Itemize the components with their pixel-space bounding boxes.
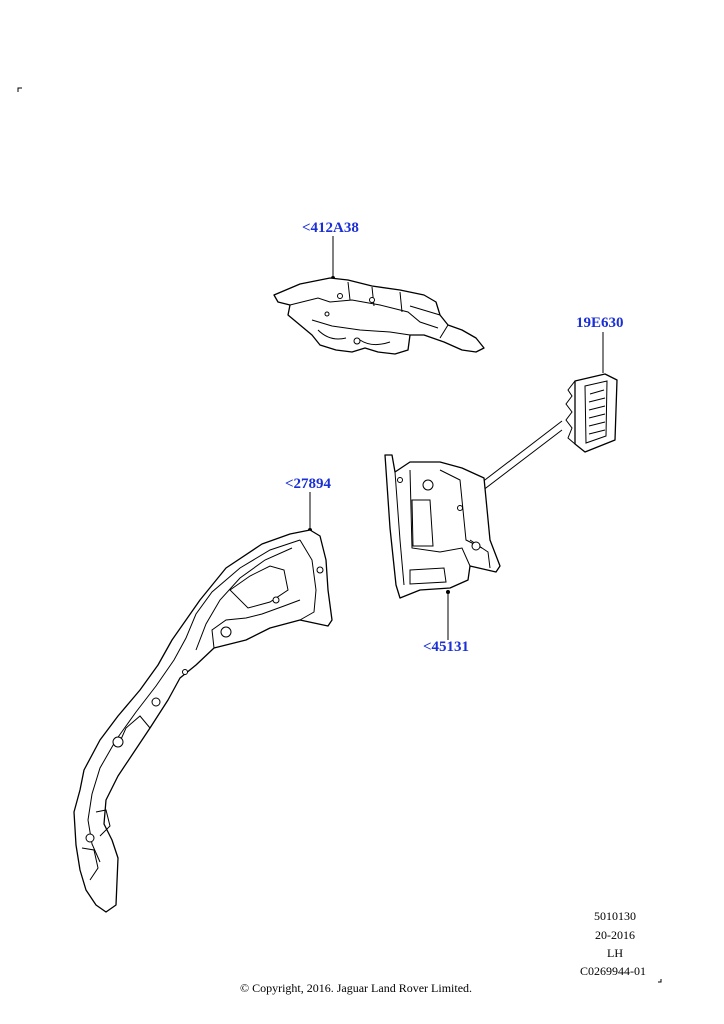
callout-part-27894[interactable]: <27894 (285, 476, 332, 492)
callout-part-19E630[interactable]: 19E630 (576, 315, 624, 331)
crop-mark-top-left (17, 87, 22, 92)
date-code: 20-2016 (595, 928, 635, 942)
crop-mark-bottom-right (658, 979, 662, 983)
copyright-notice: © Copyright, 2016. Jaguar Land Rover Lim… (239, 981, 473, 995)
illustration-number: 5010130 (594, 909, 636, 923)
part-412A38-drawing (273, 236, 485, 355)
callout-part-412A38[interactable]: <412A38 (302, 220, 359, 236)
part-27894-drawing (73, 492, 333, 913)
callout-part-45131[interactable]: <45131 (423, 639, 470, 655)
side-indicator: LH (607, 946, 623, 960)
drawing-id: C0269944-01 (580, 964, 646, 978)
part-45131-drawing (384, 454, 501, 640)
